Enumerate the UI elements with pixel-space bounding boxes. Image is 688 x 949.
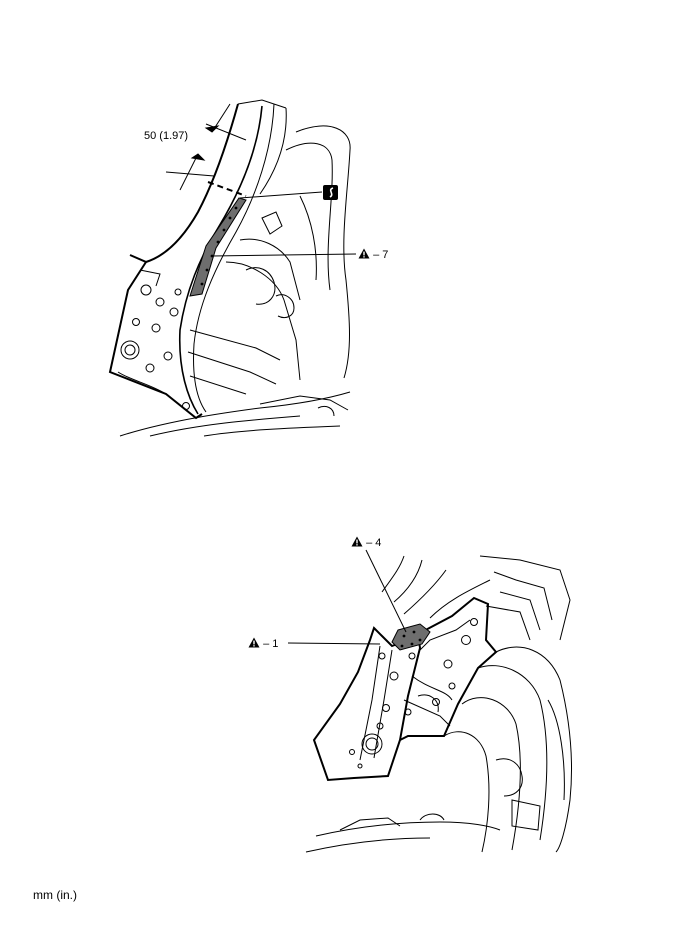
callout-1-number: 1 — [272, 638, 279, 650]
top-pillar-drawing — [108, 99, 351, 437]
units-label: mm (in.) — [33, 888, 77, 902]
leader-section — [239, 191, 323, 199]
bottom-pillar-drawing — [305, 555, 573, 853]
leader-1 — [287, 642, 381, 645]
warning-triangle-icon — [351, 536, 363, 547]
callout-4-number: 4 — [375, 537, 382, 549]
top-weld-zone — [189, 197, 247, 297]
warning-triangle-icon — [358, 248, 370, 259]
bottom-weld-spots — [400, 630, 422, 648]
dimension-label: 50 (1.97) — [144, 130, 189, 142]
callout-4: – 4 — [351, 536, 381, 549]
warning-triangle-icon — [248, 637, 260, 648]
bottom-weld-zone — [391, 623, 431, 651]
cut-line-dashed — [207, 181, 247, 197]
callout-7-number: 7 — [382, 249, 389, 261]
dimension-arrows — [165, 103, 247, 191]
section-cut-icon — [323, 185, 338, 200]
callout-1: – 1 — [248, 637, 278, 650]
top-weld-spots — [200, 206, 238, 286]
callout-dash: – — [373, 249, 383, 261]
leader-4 — [365, 549, 407, 633]
callout-dash: – — [263, 638, 273, 650]
callout-7: – 7 — [358, 248, 388, 261]
callout-dash: – — [366, 537, 376, 549]
leader-7 — [211, 253, 357, 257]
